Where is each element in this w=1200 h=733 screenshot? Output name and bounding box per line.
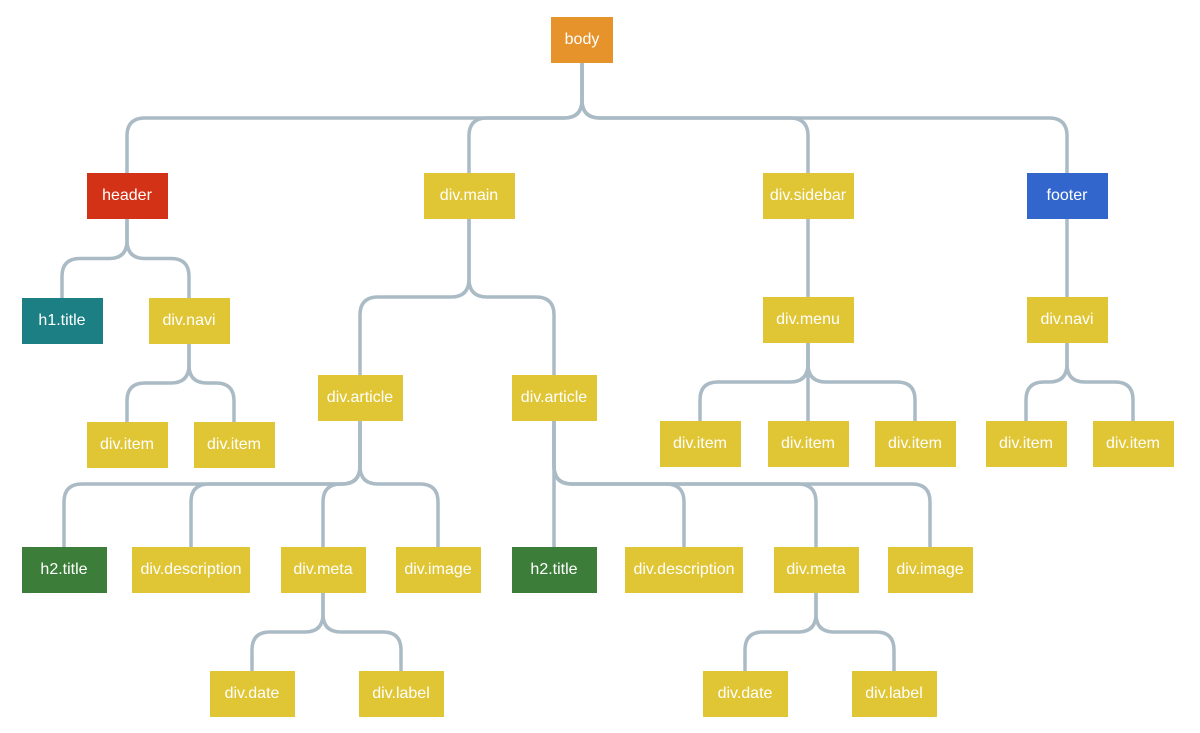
connector-div-main-to-div-article [358,217,471,377]
node-div-item: div.item [193,422,275,468]
node-div-label: div.label [358,671,444,717]
node-div-navi: div.navi [1026,297,1108,343]
node-div-description: div.description [132,547,250,593]
node-div-image: div.image [887,547,973,593]
node-div-main: div.main [423,173,515,219]
node-div-image: div.image [395,547,481,593]
connector-body-to-footer [580,61,1069,175]
node-div-date: div.date [702,671,788,717]
connector-div-article-to-div-image [552,419,932,549]
node-h2-title: h2.title [21,547,107,593]
connector-div-article-to-div-image [358,419,440,549]
node-div-sidebar: div.sidebar [762,173,854,219]
node-div-label: div.label [851,671,937,717]
connector-div-menu-to-div-item [698,341,810,423]
node-div-meta: div.meta [280,547,366,593]
node-div-meta: div.meta [773,547,859,593]
node-div-menu: div.menu [762,297,854,343]
connector-header-to-div-navi [125,217,191,300]
node-h2-title: h2.title [511,547,597,593]
connector-div-navi-to-div-item [125,342,191,424]
connector-div-meta-to-div-date [743,591,818,673]
node-div-date: div.date [209,671,295,717]
connector-div-meta-to-div-date [250,591,325,673]
node-div-item: div.item [874,421,956,467]
connector-div-meta-to-div-label [814,591,896,673]
connector-div-meta-to-div-label [321,591,403,673]
connector-div-menu-to-div-item [806,341,917,423]
node-div-article: div.article [511,375,597,421]
node-header: header [86,173,168,219]
node-div-item: div.item [659,421,741,467]
node-div-navi: div.navi [148,298,230,344]
node-footer: footer [1026,173,1108,219]
node-div-item: div.item [1092,421,1174,467]
node-h1-title: h1.title [21,298,103,344]
node-div-item: div.item [767,421,849,467]
connector-body-to-div-main [467,61,584,175]
connector-div-main-to-div-article [467,217,556,377]
connector-div-navi-to-div-item [187,342,236,424]
node-div-item: div.item [86,422,168,468]
node-div-article: div.article [317,375,403,421]
node-div-description: div.description [625,547,743,593]
connector-div-navi-to-div-item [1065,341,1135,423]
connector-header-to-h1-title [60,217,129,300]
node-div-item: div.item [985,421,1067,467]
node-body: body [551,17,613,63]
connector-div-article-to-div-meta [321,419,362,549]
connector-div-navi-to-div-item [1024,341,1069,423]
